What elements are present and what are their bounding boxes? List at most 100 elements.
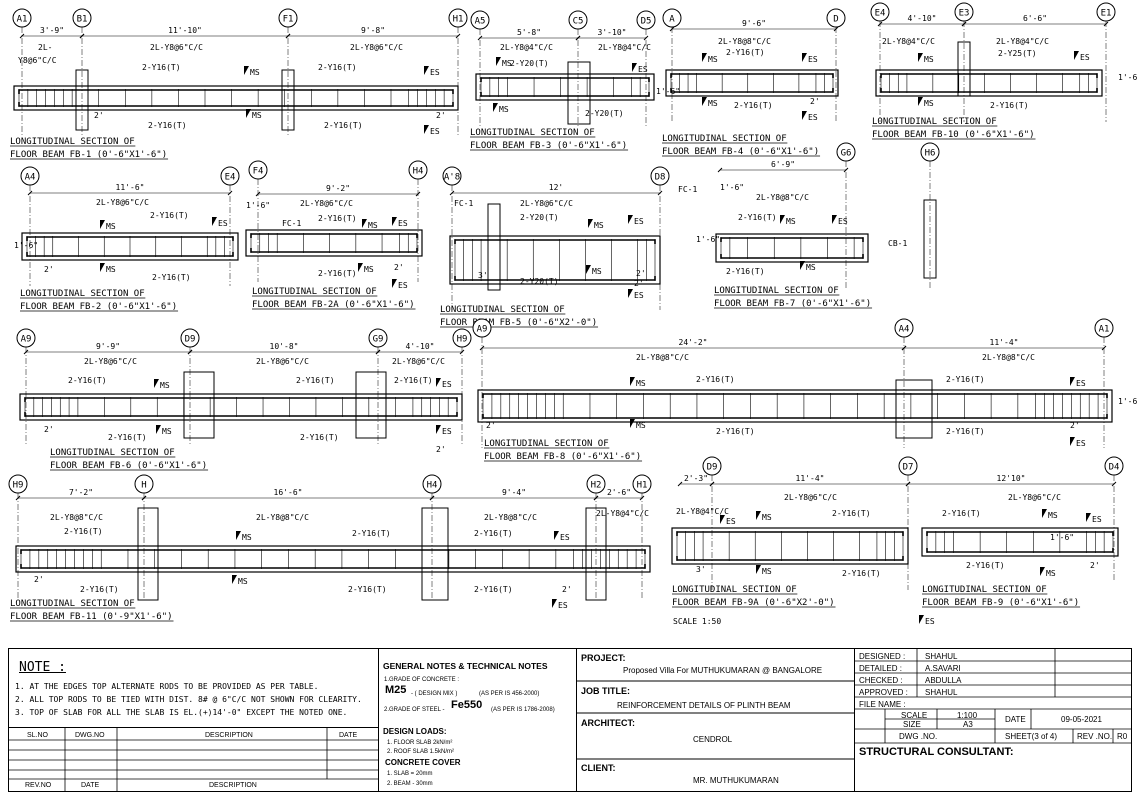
dimension-tick (901, 345, 907, 351)
section-flag (1070, 377, 1075, 386)
section-mark: ES (634, 217, 644, 226)
annotation: 2-Y25(T) (998, 49, 1037, 58)
dimension-label: 9'-4" (502, 488, 526, 497)
section-flag (358, 263, 363, 272)
dimension-tick (643, 35, 649, 41)
section-mark: ES (442, 380, 452, 389)
grid-bubble (278, 8, 298, 28)
signoff-grid (855, 649, 1131, 744)
dimension-tick (669, 26, 675, 32)
top-bar-fb9a (676, 531, 904, 536)
section-flag (720, 515, 725, 524)
grid-label: D5 (641, 17, 652, 27)
concrete-ref: (AS PER IS 456-2000) (479, 691, 540, 697)
col-rev-date: DATE (81, 782, 100, 789)
bottom-bar-fb9 (926, 548, 1114, 553)
grid-bubble (8, 474, 28, 494)
cover-beam: 2. BEAM - 30mm (387, 781, 433, 787)
detailed-value: A.SAVARI (925, 664, 961, 673)
annotation: 2-Y16(T) (324, 121, 363, 130)
column-fb11-0 (137, 507, 159, 601)
bottom-bar-fb11 (20, 564, 646, 569)
section-title: LONGITUDINAL SECTION OF (20, 289, 145, 299)
general-notes-panel: GENERAL NOTES & TECHNICAL NOTES 1.GRADE … (379, 649, 577, 791)
grid-label: E3 (959, 9, 970, 19)
col-description: DESCRIPTION (205, 732, 253, 739)
section-mark: MS (499, 105, 509, 114)
section-flag (919, 615, 924, 624)
annotation: 2L-Y8@4"C/C (676, 507, 729, 516)
section-mark: ES (430, 127, 440, 136)
dimension-label: 2'-6" (607, 488, 631, 497)
section-mark: MS (592, 267, 602, 276)
annotation: 2L-Y8@4"C/C (598, 43, 651, 52)
dimension-tick (227, 190, 233, 196)
cover-slab: 1. SLAB = 20mm (387, 771, 433, 777)
column-fb3-0 (567, 61, 591, 125)
section-mark: ES (560, 533, 570, 542)
annotation: 2-Y16(T) (942, 509, 981, 518)
section-flag (780, 215, 785, 224)
steel-grade-label: 2.GRADE OF STEEL - (384, 707, 445, 713)
dimension-label: 12'10" (997, 474, 1026, 483)
load-roof: 2. ROOF SLAB 1.5kN/m² (387, 749, 455, 755)
section-mark: ES (442, 427, 452, 436)
annotation: 2-Y16(T) (966, 561, 1005, 570)
note-item-2: 2. ALL TOP RODS TO BE TIED WITH DIST. 8#… (15, 695, 362, 704)
dimension-tick (15, 495, 21, 501)
section-title: LONGITUDINAL SECTION OF (484, 439, 609, 449)
grid-bubble (954, 2, 974, 22)
checked-value: ABDULLA (925, 676, 962, 685)
dimension-tick (961, 21, 967, 27)
grid-label: E4 (875, 9, 886, 19)
annotation: 2-Y16(T) (318, 269, 357, 278)
annotation: 2L-Y8@6"C/C (84, 357, 137, 366)
top-bar-fb10 (880, 73, 1098, 78)
section-mark: MS (636, 421, 646, 430)
grid-bubble (870, 2, 890, 22)
signoff-panel: DESIGNED : SHAHUL DETAILED : A.SAVARI CH… (855, 649, 1131, 791)
grid-label: D7 (903, 463, 914, 473)
grid-label: F1 (283, 15, 294, 25)
dimension-tick (843, 167, 849, 173)
section-mark: MS (806, 263, 816, 272)
grid-bubble (650, 166, 670, 186)
grid-bubble (452, 328, 472, 348)
grid-label: H1 (637, 481, 648, 491)
grid-label: E4 (225, 173, 236, 183)
dimension-tick (459, 349, 465, 355)
scale-label: SCALE (901, 711, 928, 720)
architect-value: CENDROL (693, 735, 733, 744)
annotation: 2-Y16(T) (80, 585, 119, 594)
dimension-label: 10'-8" (270, 342, 299, 351)
section-flag (496, 57, 501, 66)
grid-label: H4 (427, 481, 438, 491)
project-grid (577, 680, 855, 760)
section-flag (802, 53, 807, 62)
bottom-bar-fb1 (18, 102, 454, 107)
top-bar-fb11 (20, 549, 646, 554)
annotation: 2' (34, 575, 44, 584)
grid-bubble (408, 160, 428, 180)
grid-bubble (16, 328, 36, 348)
section-flag (756, 511, 761, 520)
annotation: 2' (486, 421, 496, 430)
section-mark: MS (502, 59, 512, 68)
section-mark: ES (558, 601, 568, 610)
grid-label: H6 (925, 149, 936, 159)
section-mark: MS (924, 55, 934, 64)
general-notes-title: GENERAL NOTES & TECHNICAL NOTES (383, 661, 548, 671)
annotation: 2' (1090, 561, 1100, 570)
section-flag (918, 97, 923, 106)
section-mark: MS (250, 68, 260, 77)
section-subtitle: FLOOR BEAM FB-7 (0'-6"X1'-6") (714, 299, 871, 309)
annotation: 2L-Y8@6"C/C (150, 43, 203, 52)
section-subtitle: FLOOR BEAM FB-9 (0'-6"X1'-6") (922, 598, 1079, 608)
grid-bubble (836, 142, 856, 162)
bottom-bar-fb2a (250, 248, 418, 253)
client-value: MR. MUTHUKUMARAN (693, 776, 779, 785)
bottom-bar-fb9a (676, 556, 904, 561)
annotation: 2' (436, 445, 446, 454)
